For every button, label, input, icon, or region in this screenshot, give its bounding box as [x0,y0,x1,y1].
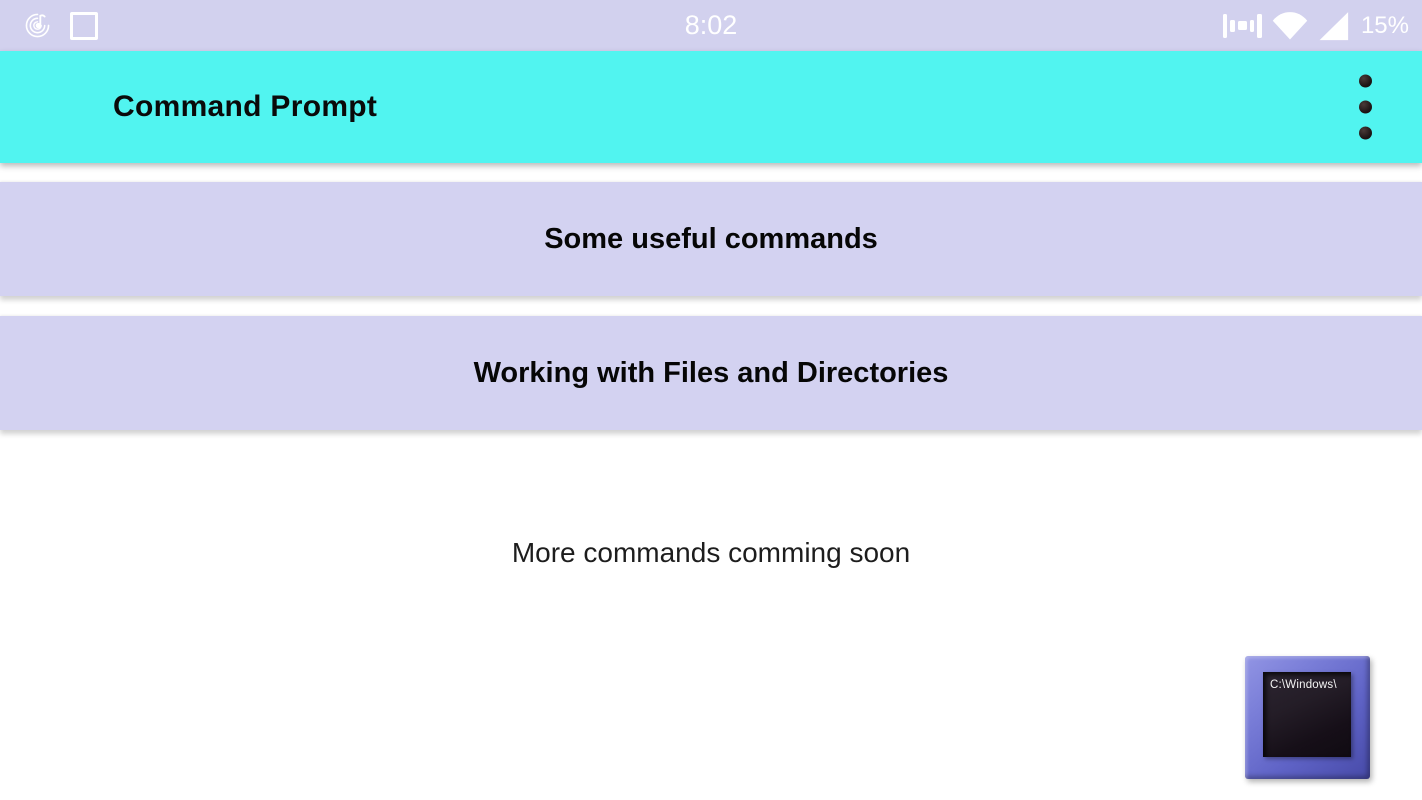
music-notification-icon [25,13,50,38]
battery-percent-text: 15% [1360,11,1409,39]
status-bar-notification-icons [22,0,98,51]
square-notification-icon [70,11,98,40]
command-prompt-screen: C:\Windows\ [1263,672,1351,757]
status-time: 8:02 [684,10,738,40]
menu-item-working-with-files-and-directories[interactable]: Working with Files and Directories [0,316,1422,430]
overflow-menu-icon [1359,100,1372,114]
cellular-signal-icon [1319,11,1349,40]
overflow-menu-icon [1359,126,1372,140]
status-bar[interactable]: 8:02 15% [0,0,1422,51]
menu-item-label: Some useful commands [544,222,878,255]
app-bar: Command Prompt [0,51,1422,163]
coming-soon-text: More commands comming soon [511,537,911,568]
vibrate-icon [1222,13,1262,38]
cmd-screen-text: C:\Windows\ [1270,679,1337,691]
menu-item-some-useful-commands[interactable]: Some useful commands [0,182,1422,296]
wifi-icon [1272,12,1308,40]
overflow-menu-button[interactable] [1350,70,1381,145]
overflow-menu-icon [1359,74,1372,88]
menu-item-label: Working with Files and Directories [473,356,949,389]
status-bar-system-icons: 15% [1222,0,1409,51]
page-title: Command Prompt [113,90,378,123]
command-prompt-window-icon: C:\Windows\ [1245,656,1370,779]
